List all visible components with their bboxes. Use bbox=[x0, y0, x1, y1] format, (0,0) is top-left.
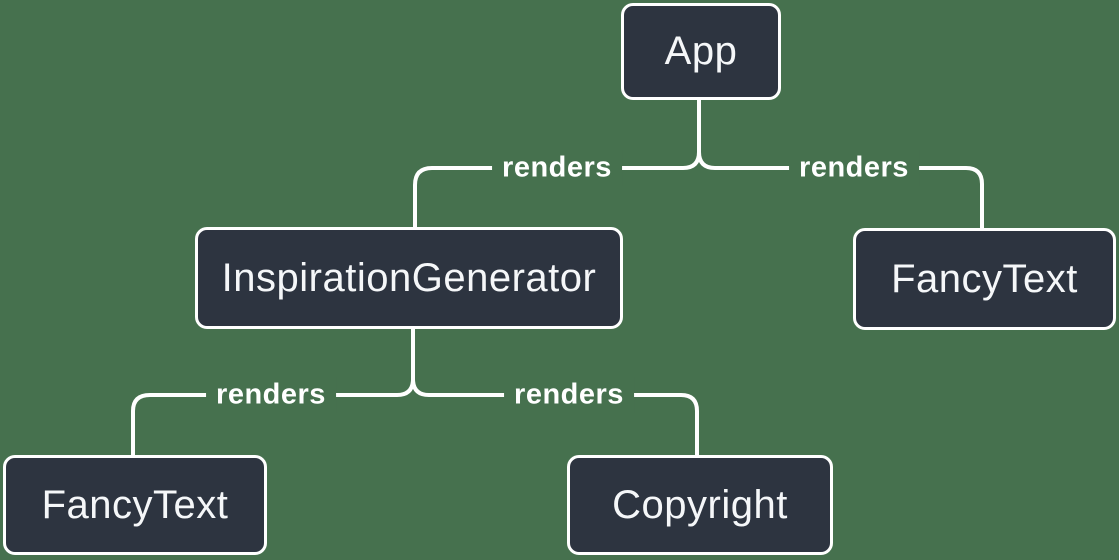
node-fancytext-top-right-label: FancyText bbox=[891, 256, 1078, 301]
node-fancytext-top-right: FancyText bbox=[853, 228, 1116, 330]
node-app: App bbox=[621, 3, 781, 100]
edge-label-inspirationgenerator-copyright: renders bbox=[504, 376, 634, 414]
node-fancytext-bottom-left-label: FancyText bbox=[41, 482, 229, 527]
edge-label-inspirationgenerator-fancytext: renders bbox=[206, 376, 336, 414]
node-fancytext-bottom-left: FancyText bbox=[3, 455, 267, 555]
edge-label-app-fancytext: renders bbox=[789, 149, 919, 187]
node-inspiration-generator: InspirationGenerator bbox=[195, 227, 623, 329]
node-inspiration-generator-label: InspirationGenerator bbox=[221, 255, 597, 300]
node-copyright-label: Copyright bbox=[612, 482, 788, 527]
edge-label-app-inspirationgenerator: renders bbox=[492, 149, 622, 187]
node-app-label: App bbox=[664, 29, 738, 73]
node-copyright: Copyright bbox=[567, 455, 833, 555]
